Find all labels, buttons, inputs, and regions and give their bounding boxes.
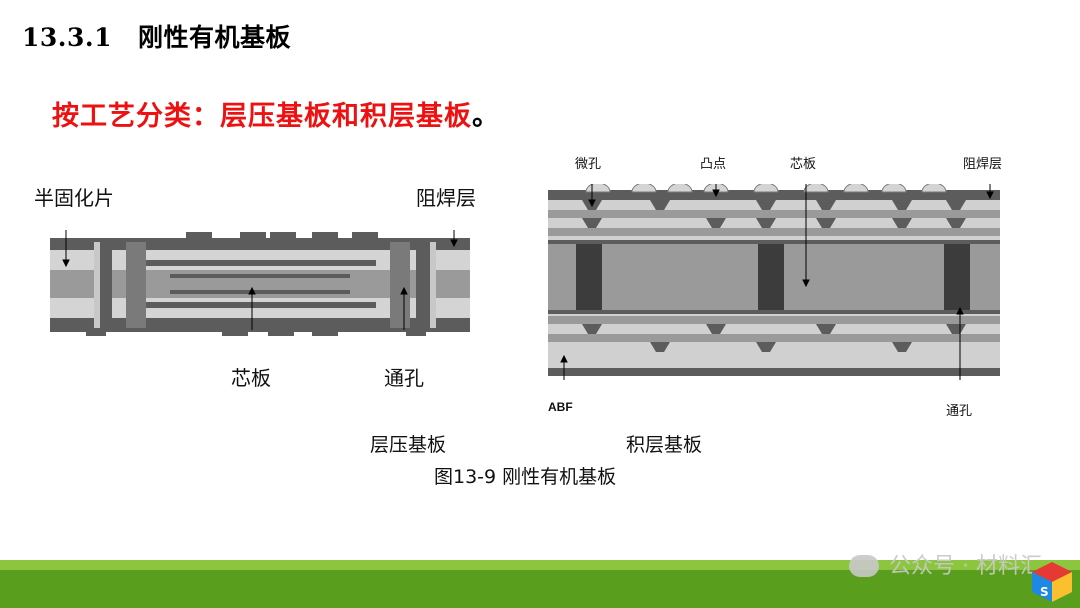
bottom-pads bbox=[86, 330, 426, 336]
label-microvia: 微孔 bbox=[575, 157, 602, 172]
core-top-copper bbox=[548, 240, 1000, 244]
label-abf: ABF bbox=[548, 400, 573, 414]
classification-subtitle: 按工艺分类：层压基板和积层基板。 bbox=[52, 94, 500, 133]
top-buildup-layers bbox=[548, 210, 1000, 342]
left-leaders bbox=[62, 230, 458, 330]
through-vias bbox=[94, 242, 436, 328]
label-bump: 凸点 bbox=[700, 157, 727, 172]
watermark: 公众号 · 材料汇 bbox=[849, 548, 1042, 580]
inner-copper bbox=[146, 260, 376, 308]
subtitle-period: 。 bbox=[472, 101, 500, 132]
right-leaders bbox=[560, 184, 994, 380]
bottom-solder-mask-right bbox=[548, 368, 1000, 376]
watermark-text: 公众号 · 材料汇 bbox=[889, 554, 1042, 579]
label-via-right: 通孔 bbox=[946, 404, 973, 419]
wechat-icon bbox=[849, 555, 880, 577]
bumps bbox=[585, 184, 947, 193]
brand-logo: S bbox=[1032, 562, 1072, 602]
label-core-right: 芯板 bbox=[790, 157, 817, 172]
figure-caption: 图13-9 刚性有机基板 bbox=[434, 466, 617, 488]
label-core-left: 芯板 bbox=[231, 366, 271, 390]
section-heading: 13.3.1 刚性有机基板 bbox=[22, 18, 291, 54]
core-through-vias bbox=[576, 244, 970, 310]
caption-laminated: 层压基板 bbox=[370, 434, 447, 456]
microvias-top bbox=[582, 200, 966, 228]
buildup-substrate-diagram bbox=[548, 184, 1000, 380]
laminated-substrate-diagram bbox=[50, 230, 470, 336]
core-bottom-copper bbox=[548, 310, 1000, 314]
section-number: 13.3.1 bbox=[22, 23, 112, 52]
section-title: 刚性有机基板 bbox=[138, 23, 292, 52]
logo-mark: S bbox=[1040, 585, 1049, 599]
top-solder-mask-right bbox=[548, 190, 1000, 200]
footer-band bbox=[0, 560, 1080, 608]
label-solder-mask-right: 阻焊层 bbox=[963, 157, 1003, 172]
microvias-bottom bbox=[582, 324, 966, 352]
top-pads bbox=[186, 232, 378, 240]
label-prepreg: 半固化片 bbox=[34, 186, 114, 210]
label-solder-mask-left: 阻焊层 bbox=[416, 186, 476, 210]
label-via-left: 通孔 bbox=[384, 366, 424, 390]
subtitle-text: 按工艺分类：层压基板和积层基板 bbox=[52, 101, 472, 132]
caption-buildup: 积层基板 bbox=[626, 434, 703, 456]
